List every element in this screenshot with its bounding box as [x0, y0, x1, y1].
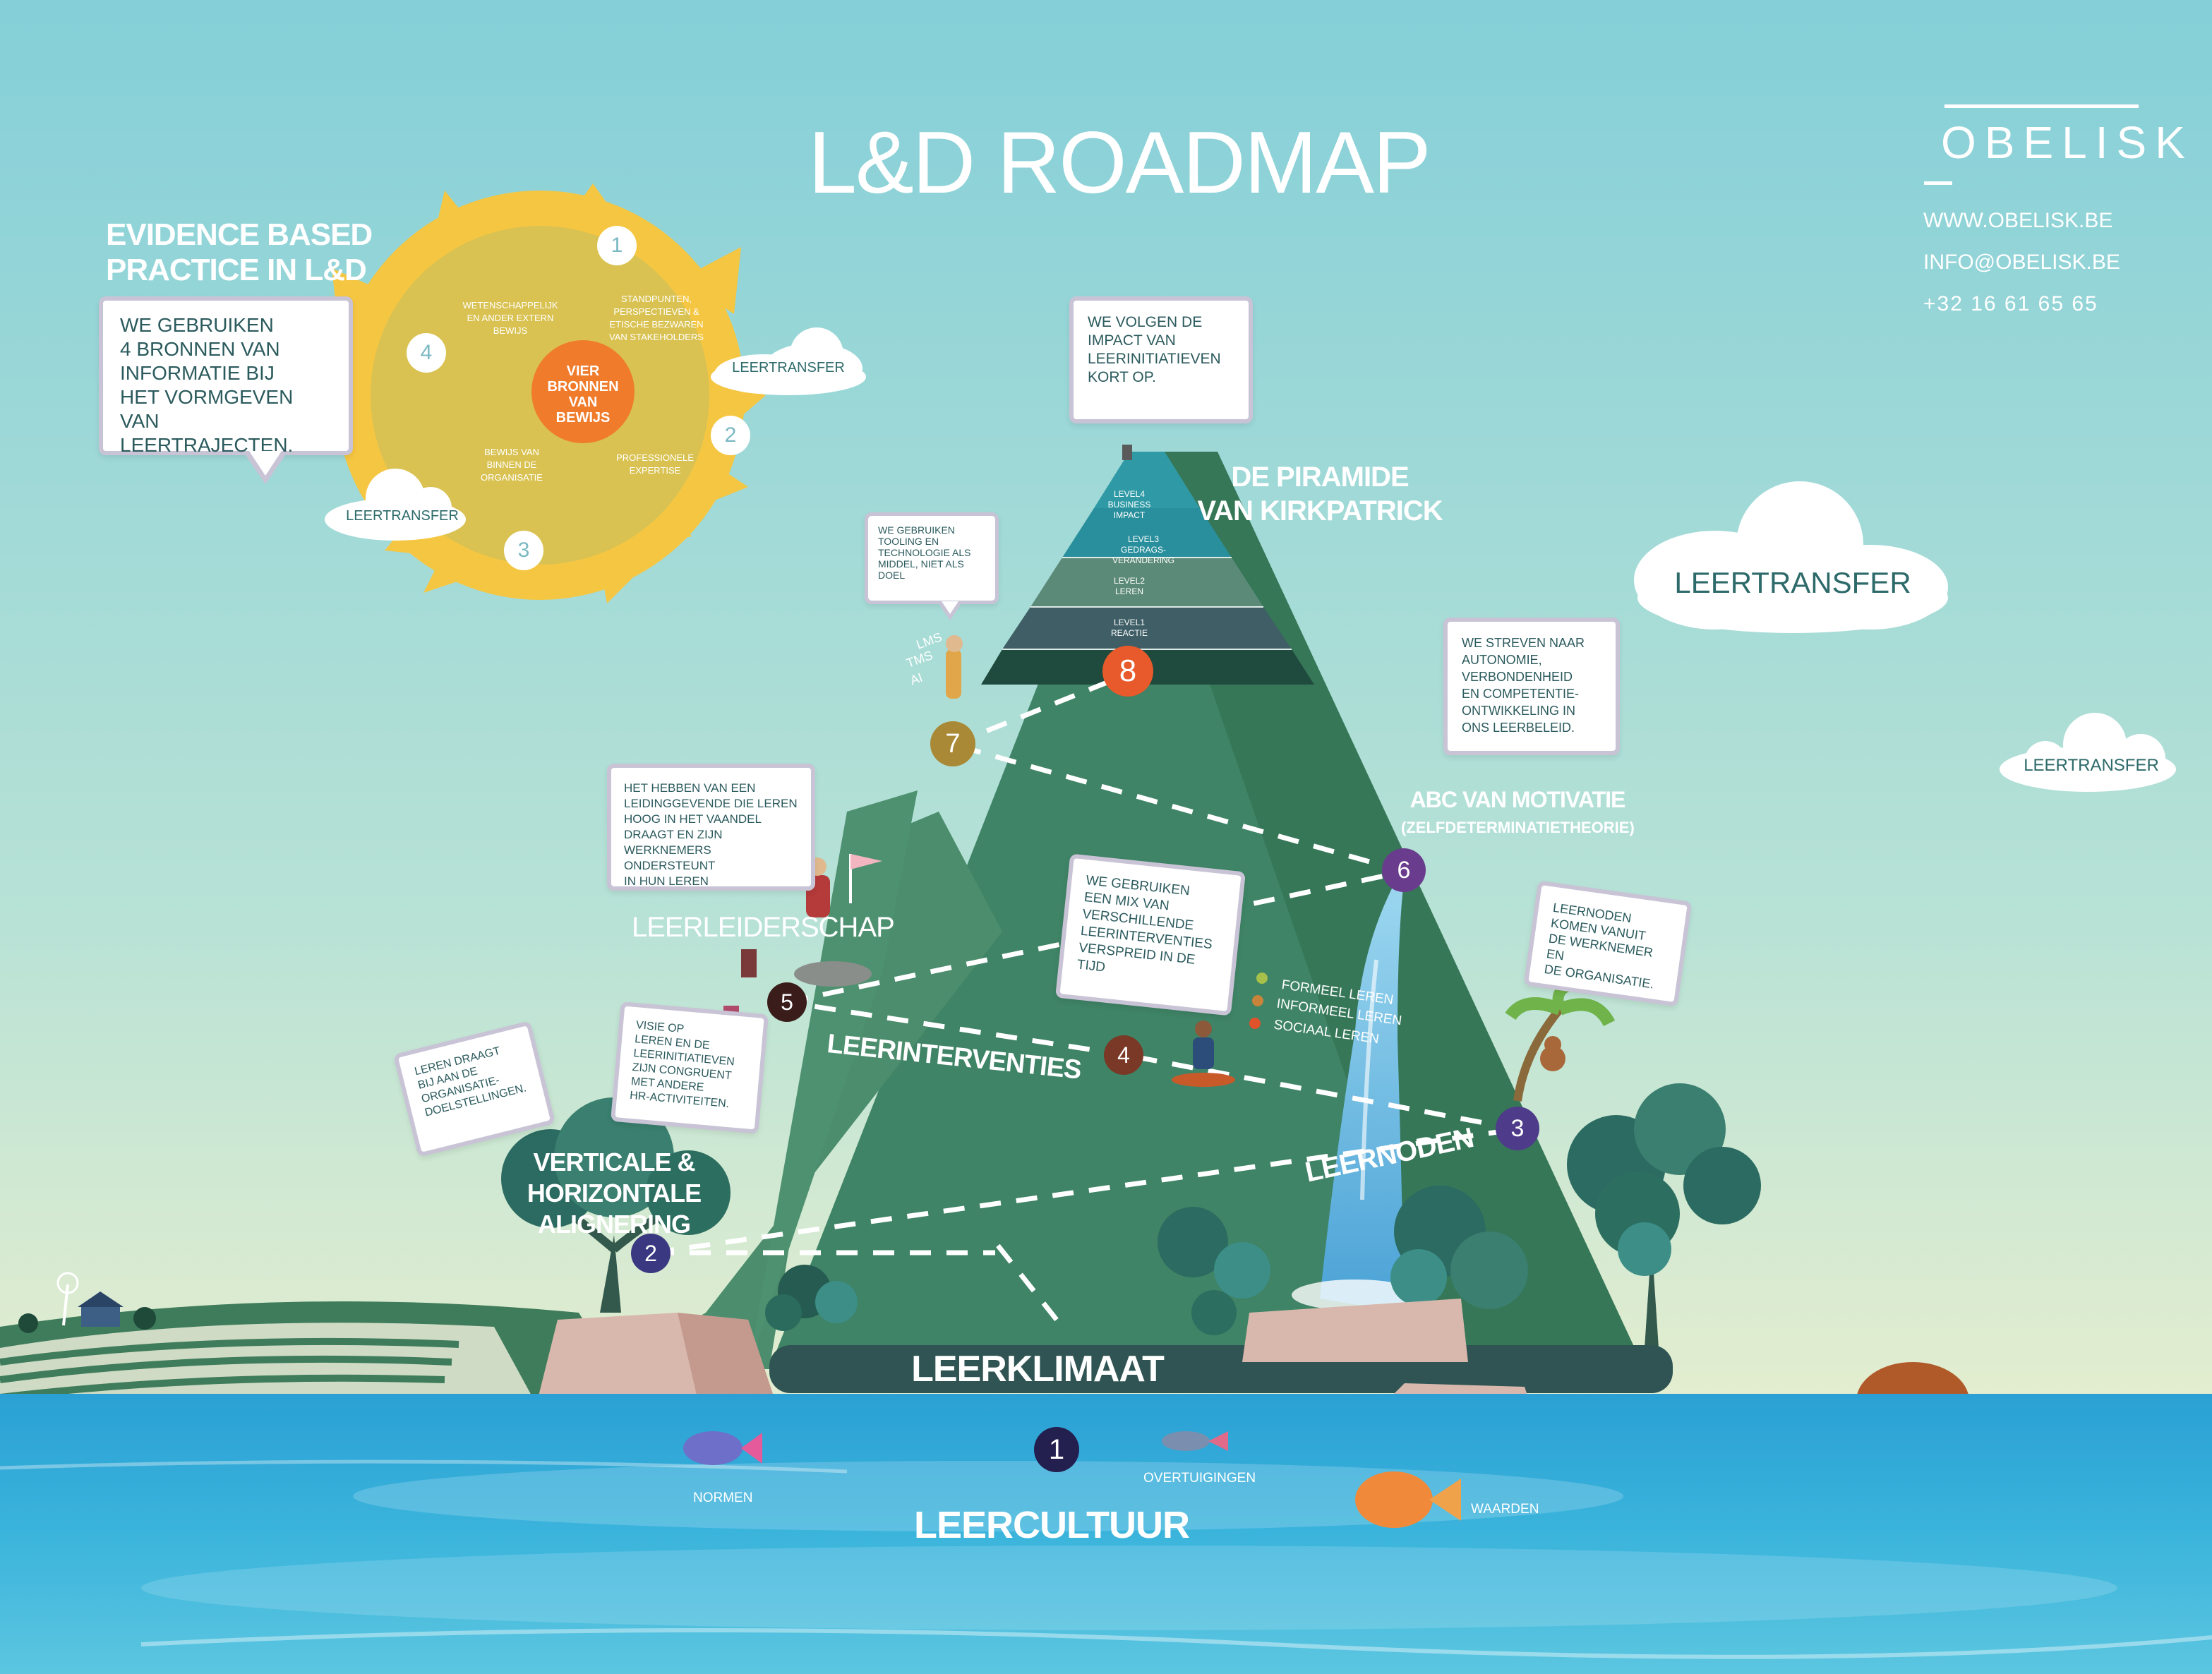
step-1-badge: 1 [1034, 1427, 1079, 1472]
motivation-subheading: (ZELFDETERMINATIETHEORIE) [1401, 819, 1635, 836]
evidence-bubble: WE GEBRUIKEN 4 BRONNEN VAN INFORMATIE BI… [99, 296, 353, 484]
step-5-badge: 5 [767, 982, 807, 1022]
source-1-label: STANDPUNTEN, PERSPECTIEVEN & ETISCHE BEZ… [609, 294, 704, 342]
kirkpatrick-level-2: LEVEL2 LEREN [1113, 576, 1146, 596]
source-1-number: 1 [597, 226, 637, 265]
motivation-heading: ABC VAN MOTIVATIE [1409, 787, 1626, 812]
alignment-heading-line1: VERTICALE & [533, 1148, 695, 1176]
fish [683, 1431, 1461, 1528]
source-2-label: PROFESSIONELE EXPERTISE [616, 452, 694, 476]
step-8-badge: 8 [1102, 646, 1153, 697]
brand-website[interactable]: WWW.OBELISK.BE [1923, 209, 2113, 232]
cloud-large-right: LEERTRANSFER [1630, 474, 1955, 637]
evidence-heading-line2: PRACTICE IN L&D [106, 253, 367, 287]
technology-bubble-text: WE GEBRUIKEN TOOLING EN TECHNOLOGIE ALS … [878, 524, 971, 581]
palm-tree [1505, 979, 1616, 1102]
motivation-bubble-text: WE STREVEN NAAR AUTONOMIE, VERBONDENHEID… [1462, 636, 1585, 735]
step-2-badge: 2 [631, 1234, 671, 1273]
brand-email[interactable]: INFO@OBELISK.BE [1923, 251, 2120, 274]
logo-top-bar [1944, 104, 2139, 108]
technology-bubble: WE GEBRUIKEN TOOLING EN TECHNOLOGIE ALS … [865, 512, 999, 620]
kirkpatrick-level-1: LEVEL1 REACTIE [1110, 618, 1148, 638]
kirkpatrick-bubble: WE VOLGEN DE IMPACT VAN LEERINITIATIEVEN… [1069, 296, 1253, 423]
kirkpatrick-heading-line1: DE PIRAMIDE [1231, 462, 1409, 493]
culture-heading: LEERCULTUUR [914, 1504, 1190, 1546]
motivation-bubble: WE STREVEN NAAR AUTONOMIE, VERBONDENHEID… [1443, 618, 1620, 755]
kirkpatrick-level-3: LEVEL3 GEDRAGS- VERANDERING [1112, 534, 1174, 565]
cloud-label: LEERTRANSFER [1674, 566, 1911, 599]
kirkpatrick-bubble-text: WE VOLGEN DE IMPACT VAN LEERINITIATIEVEN… [1088, 314, 1221, 385]
brand-phone: +32 16 61 65 65 [1923, 292, 2098, 315]
cloud-label: LEERTRANSFER [732, 360, 845, 375]
leadership-bubble: HET HEBBEN VAN EEN LEIDINGGEVENDE DIE LE… [607, 764, 815, 891]
goals-bubble-text: LEREN DRAAGT BIJ AAN DE ORGANISATIE- DOE… [413, 1044, 528, 1119]
cloud-label: LEERTRANSFER [2024, 756, 2159, 775]
climate-label: LEERKLIMAAT [911, 1349, 1165, 1390]
climber-figures [723, 635, 1235, 1087]
social-icon [1249, 1018, 1261, 1029]
interventions-bubble-text: WE GEBRUIKEN EEN MIX VAN VERSCHILLENDE L… [1076, 873, 1213, 975]
step-6-badge: 6 [1382, 848, 1426, 892]
evidence-heading: EVIDENCE BASED PRACTICE IN L&D [106, 217, 373, 288]
trees-left [501, 1097, 858, 1331]
sun-center-label: VIER BRONNEN VAN BEWIJS [547, 363, 619, 426]
needs-bubble-text: LEERNODEN KOMEN VANUIT DE WERKNEMER EN D… [1543, 900, 1655, 992]
brand-logo: OBELISK [1941, 117, 2194, 168]
vision-bubble: VISIE OP LEREN EN DE LEERINITIATIEVEN ZI… [610, 1001, 769, 1134]
water [0, 1394, 2212, 1674]
kirkpatrick-level-4: LEVEL4 BUSINESS IMPACT [1107, 489, 1151, 520]
formal-icon [1256, 973, 1268, 984]
dashed-path [652, 671, 1518, 1322]
source-2-number: 2 [711, 416, 750, 455]
source-3-number: 3 [504, 531, 543, 570]
logo-underscore [1924, 181, 1952, 185]
leadership-heading: LEERLEIDERSCHAP [632, 912, 895, 943]
culture-norms: NORMEN [693, 1491, 753, 1505]
alignment-heading: VERTICALE & HORIZONTALE ALIGNERING [508, 1147, 720, 1240]
alignment-heading-line3: ALIGNERING [537, 1210, 691, 1239]
culture-beliefs: OVERTUIGINGEN [1143, 1471, 1256, 1486]
kirkpatrick-heading: DE PIRAMIDE VAN KIRKPATRICK [1193, 460, 1447, 528]
evidence-bubble-text: WE GEBRUIKEN 4 BRONNEN VAN INFORMATIE BI… [120, 314, 294, 456]
leadership-bubble-text: HET HEBBEN VAN EEN LEIDINGGEVENDE DIE LE… [624, 781, 798, 888]
kirkpatrick-heading-line2: VAN KIRKPATRICK [1197, 495, 1443, 526]
interventions-bubble: WE GEBRUIKEN EEN MIX VAN VERSCHILLENDE L… [1054, 853, 1246, 1016]
cloud-mid-left: LEERTRANSFER [325, 464, 487, 542]
cloud-top-left: LEERTRANSFER [707, 319, 870, 397]
informal-icon [1252, 995, 1263, 1006]
waterfall [1292, 872, 1419, 1313]
farmland [0, 1272, 635, 1411]
needs-bubble: LEERNODEN KOMEN VANUIT DE WERKNEMER EN D… [1523, 880, 1693, 1007]
culture-values: WAARDEN [1471, 1502, 1539, 1517]
step-7-badge: 7 [930, 721, 975, 766]
vision-bubble-text: VISIE OP LEREN EN DE LEERINITIATIEVEN ZI… [629, 1019, 735, 1111]
step-4-badge: 4 [1104, 1035, 1143, 1075]
step-3-badge: 3 [1496, 1107, 1539, 1150]
trees-right [1158, 1083, 1761, 1348]
cloud-small-right: LEERTRANSFER [1996, 702, 2187, 794]
source-4-number: 4 [407, 333, 446, 373]
evidence-heading-line1: EVIDENCE BASED [106, 217, 373, 252]
alignment-heading-line2: HORIZONTALE [527, 1179, 702, 1208]
page-title: L&D ROADMAP [808, 114, 1431, 212]
source-4-label: WETENSCHAPPELIJK EN ANDER EXTERN BEWIJS [462, 300, 558, 336]
cloud-label: LEERTRANSFER [346, 508, 459, 524]
source-3-label: BEWIJS VAN BINNEN DE ORGANISATIE [481, 447, 543, 483]
